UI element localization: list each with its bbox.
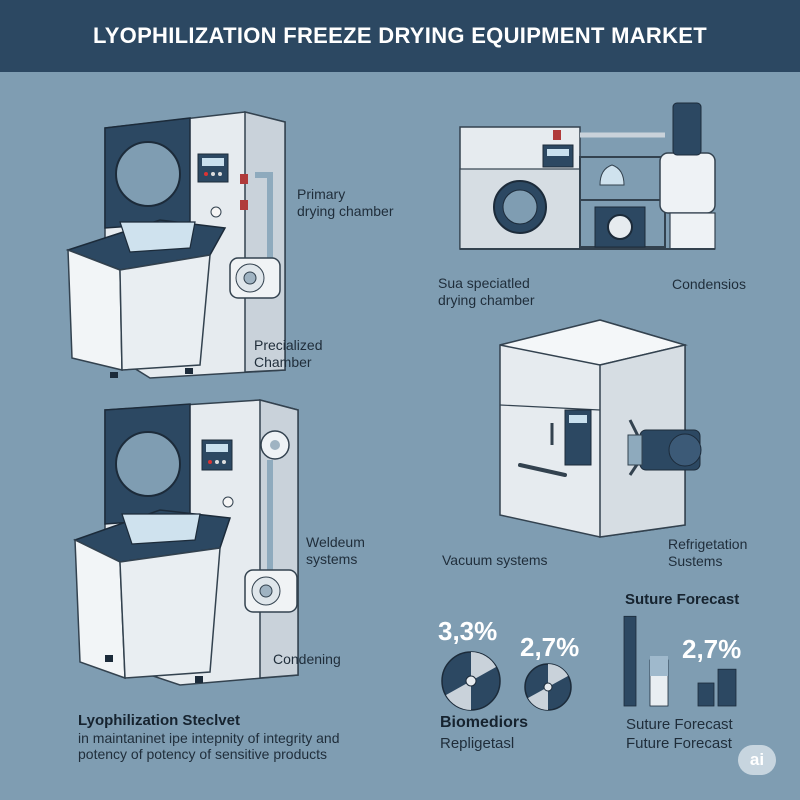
stat-caption-biomediors: Biomediors [440,714,529,731]
label-condening: Condening [273,651,341,667]
label-line: Precialized [254,337,323,353]
label-condensor: Condensios [672,276,746,292]
primary-chamber-machine-illustration [65,111,286,379]
label-line: Refrigetation [668,536,748,552]
label-precialized-chamber: Precialized Chamber [254,337,322,371]
weldeum-machine-illustration [73,399,299,686]
chart-bar-3 [697,682,715,707]
condenser-machine-illustration [459,102,716,250]
label-line: Sustems [668,553,723,569]
label-primary-drying-chamber: Primary drying chamber [297,186,394,220]
description-line: in maintaninet ipe intepnity of integrit… [78,730,340,746]
label-line: drying chamber [438,292,535,308]
forecast-caption-2: Future Forecast [626,735,732,752]
page-title: LYOPHILIZATION FREEZE DRYING EQUIPMENT M… [92,23,708,48]
description-line: potency of potency of sensitive products [78,746,328,762]
label-weldeum-systems: Weldeum systems [306,534,365,568]
chart-bar-1 [623,615,637,707]
description-text: in maintaninet ipe intepnity of integrit… [78,730,340,762]
stat-value-1: 3,3% [438,616,498,646]
stat-caption-repligetasl: Repligetasl [440,735,515,752]
refrigeration-machine-illustration [499,319,702,538]
ai-badge: ai [738,745,776,775]
chart-title: Suture Forecast [625,591,740,608]
disc-icon-small [524,663,572,711]
label-vacuum-systems: Vacuum systems [442,552,548,568]
label-refrigeration-systems: Refrigetation Sustems [668,536,747,570]
chart-bar-4 [717,668,737,707]
label-line: Chamber [254,354,312,370]
stat-value-3: 2,7% [682,634,742,664]
forecast-caption-1: Suture Forecast [626,716,733,733]
description-title: Lyophilization Steclvet [78,712,240,729]
label-line: Weldeum [306,534,365,550]
stat-value-2: 2,7% [520,632,580,662]
label-line: Primary [297,186,346,202]
label-line: Sua speciatled [438,275,530,291]
label-specialized-drying-chamber: Sua speciatled drying chamber [438,275,535,309]
disc-icon-large [441,651,501,711]
forecast-bar-chart [623,615,737,707]
label-line: drying chamber [297,203,394,219]
page-header: LYOPHILIZATION FREEZE DRYING EQUIPMENT M… [0,0,800,72]
chart-bar-2-shade [650,656,668,676]
label-line: systems [306,551,358,567]
